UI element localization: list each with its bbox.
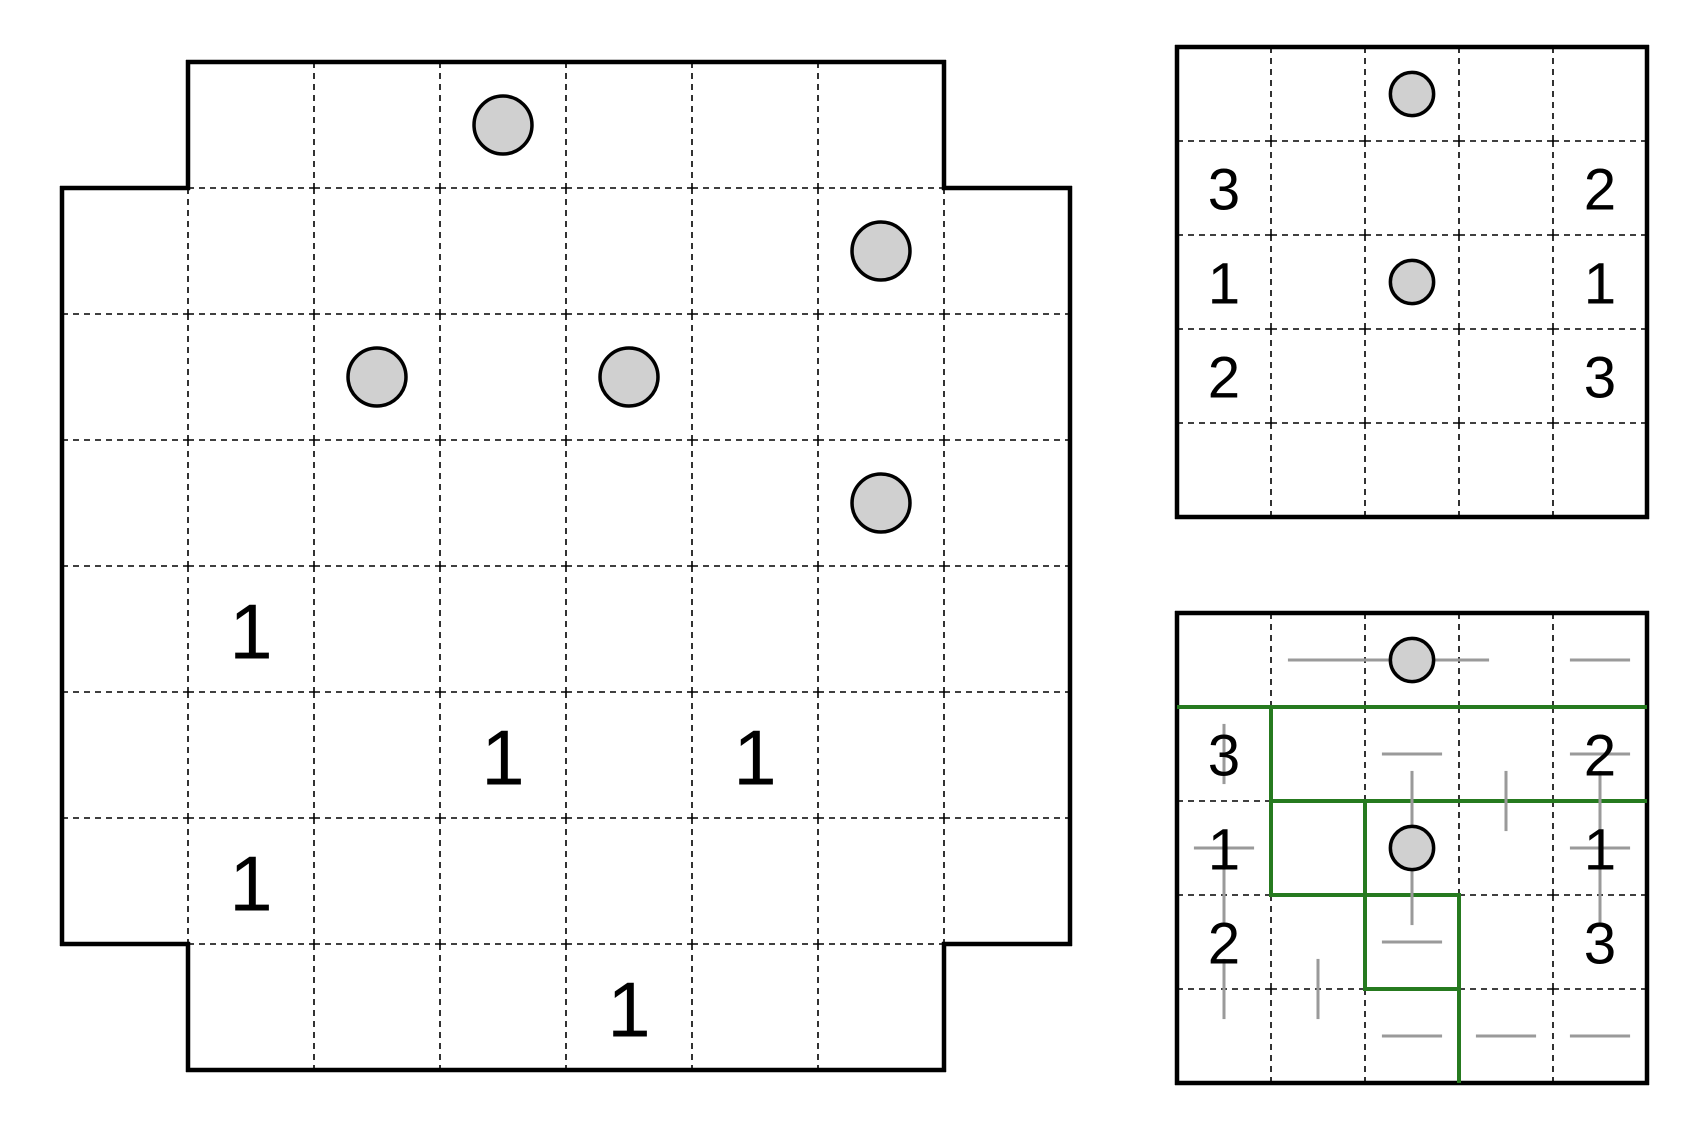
circle-marker <box>346 346 408 408</box>
circle-marker <box>1388 258 1436 306</box>
circle-marker <box>598 346 660 408</box>
clue-number: 1 <box>1584 251 1616 316</box>
clue-number: 1 <box>1584 817 1616 882</box>
outer-border <box>1174 44 1650 520</box>
circle-marker <box>1388 70 1436 118</box>
clue-number: 3 <box>1208 723 1240 788</box>
outer-border <box>1174 610 1650 1086</box>
outer-border <box>59 59 1073 1073</box>
clue-number: 2 <box>1584 157 1616 222</box>
circle-marker <box>1388 636 1436 684</box>
clue-number: 3 <box>1208 157 1240 222</box>
clue-number: 1 <box>481 714 524 802</box>
clue-number: 3 <box>1584 345 1616 410</box>
clue-number: 1 <box>1208 251 1240 316</box>
clue-number: 1 <box>229 840 272 928</box>
circle-marker <box>1388 824 1436 872</box>
circle-marker <box>850 220 912 282</box>
circle-marker <box>472 94 534 156</box>
region-border <box>1269 707 1461 1083</box>
main-puzzle-grid: 1 1 1 1 1 <box>59 59 1073 1073</box>
clue-number: 3 <box>1584 911 1616 976</box>
example-puzzle-grid: 3 2 1 1 2 3 <box>1174 44 1650 520</box>
clue-number: 1 <box>733 714 776 802</box>
clue-number: 1 <box>607 966 650 1054</box>
circle-marker <box>850 472 912 534</box>
clue-number: 1 <box>1208 817 1240 882</box>
region-border <box>1269 799 1647 897</box>
clue-number: 2 <box>1208 345 1240 410</box>
clue-number: 1 <box>229 588 272 676</box>
clue-number: 2 <box>1208 911 1240 976</box>
clue-number: 2 <box>1584 723 1616 788</box>
example-solution-grid: 3 2 1 1 2 3 <box>1174 610 1650 1086</box>
